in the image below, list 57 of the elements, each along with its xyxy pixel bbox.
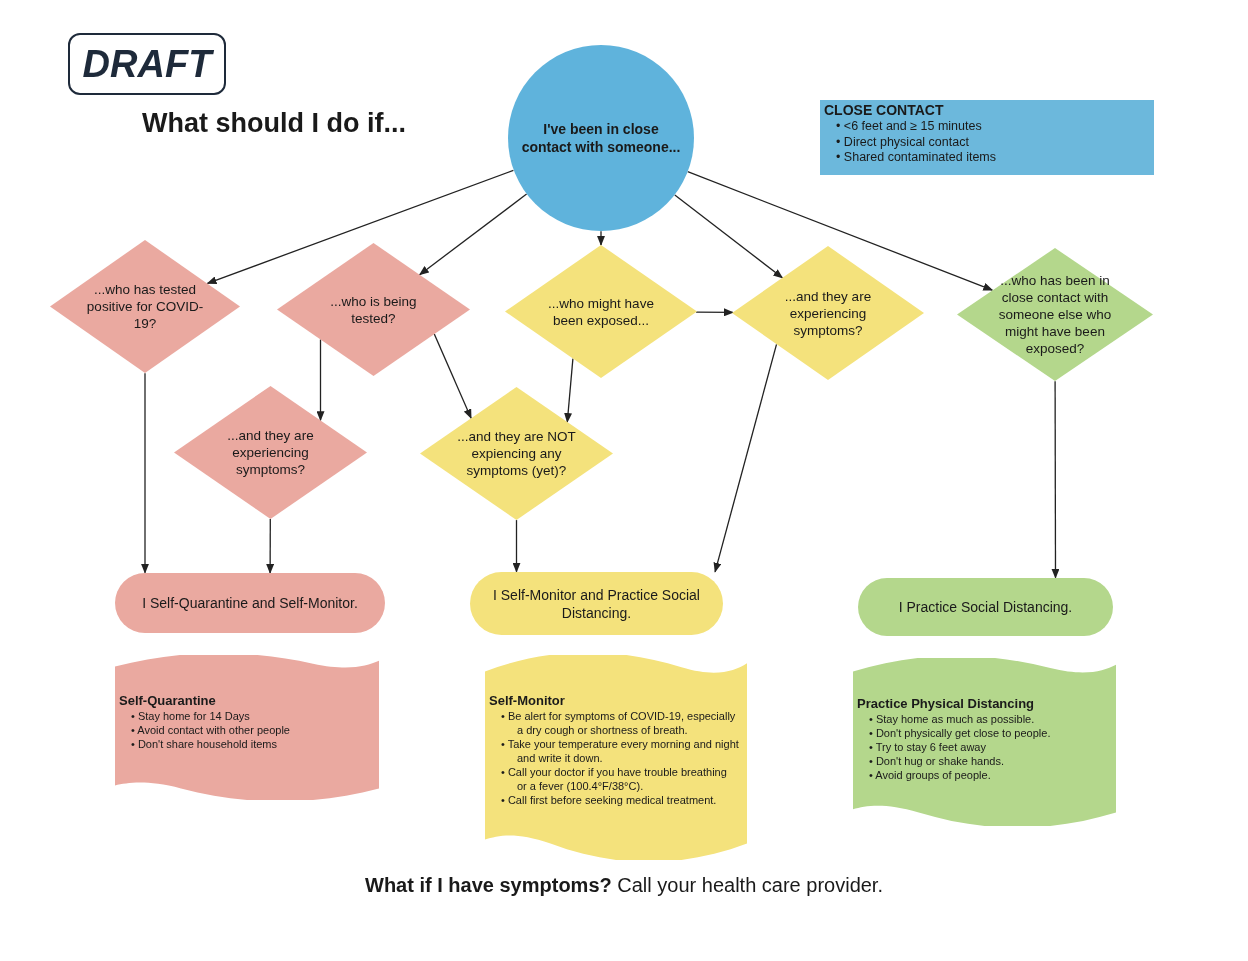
arrow <box>597 230 605 246</box>
bullet-item: • Avoid contact with other people <box>131 723 291 737</box>
bullet-item: • Don't share household items <box>131 737 278 751</box>
title: What should I do if... <box>142 107 406 140</box>
bullet-item: • Call first before seeking medical treatment. <box>501 793 718 807</box>
arrow <box>316 338 325 422</box>
document-shape <box>485 655 747 860</box>
decision-diamond <box>957 248 1153 381</box>
bullet-item: • Be alert for symptoms of COVID-19, especially a dry cough or shortness of breath. <box>501 709 737 737</box>
bullet-item: • Call your doctor if you have trouble breathing or a fever (100.4°F/38°C). <box>501 765 728 793</box>
bullet-item: • Shared contaminated items <box>836 150 998 166</box>
bullet-item: • Don't hug or shake hands. <box>869 754 1005 768</box>
draft-stamp: DRAFT <box>68 33 226 95</box>
arrow <box>206 169 515 285</box>
bullet-item: • Stay home for 14 Days <box>131 709 251 723</box>
decision-diamond <box>174 386 367 519</box>
decision-text: ...who has tested positive for COVID-19? <box>85 281 205 332</box>
bullet-item: • Avoid groups of people. <box>869 768 992 782</box>
arrow <box>1051 380 1060 579</box>
bullet-item: • Try to stay 6 feet away <box>869 740 987 754</box>
document-shape <box>115 655 379 800</box>
action-pill: I Self-Quarantine and Self-Monitor. <box>115 573 385 633</box>
bullet-item: • Don't physically get close to people. <box>869 726 1052 740</box>
arrow <box>695 308 734 317</box>
arrow <box>141 372 149 574</box>
decision-text: ...who is being tested? <box>329 292 418 327</box>
footer-note: What if I have symptoms? Call your health care provider. <box>364 873 884 898</box>
decision-diamond <box>505 245 697 378</box>
bullet-item: • Direct physical contact <box>836 134 970 150</box>
arrow <box>433 333 472 420</box>
decision-text: ...who might have been exposed... <box>547 294 655 329</box>
box-heading: CLOSE CONTACT <box>824 102 945 119</box>
definition-box <box>820 100 1154 175</box>
decision-diamond <box>277 243 470 376</box>
arrow <box>266 518 275 574</box>
decision-text: ...who has been in close contact with someone else who might have been exposed? <box>997 272 1113 357</box>
decision-diamond <box>420 387 613 520</box>
decision-text: ...and they are experiencing symptoms? <box>783 287 873 339</box>
document-shape <box>853 658 1116 826</box>
decision-diamond <box>732 246 924 380</box>
arrow <box>713 343 778 573</box>
document-heading: Self-Quarantine <box>119 693 217 709</box>
document-heading: Practice Physical Distancing <box>857 696 1036 712</box>
action-pill: I Self-Monitor and Practice Social Distancing. <box>470 572 723 635</box>
bullet-item: • Stay home as much as possible. <box>869 712 1036 726</box>
arrow <box>512 519 521 573</box>
decision-text: ...and they are NOT expiencing any symptoms (yet)? <box>456 428 577 479</box>
document-heading: Self-Monitor <box>489 693 566 709</box>
decision-text: ...and they are experiencing symptoms? <box>226 427 315 478</box>
arrow <box>687 171 994 291</box>
arrow <box>418 193 528 276</box>
bullet-item: • <6 feet and ≥ 15 minutes <box>836 119 983 135</box>
arrow <box>674 194 784 279</box>
action-pill: I Practice Social Distancing. <box>858 578 1113 636</box>
arrow <box>564 357 574 423</box>
bullet-item: • Take your temperature every morning and night and write it down. <box>501 737 739 765</box>
decision-diamond <box>50 240 240 373</box>
